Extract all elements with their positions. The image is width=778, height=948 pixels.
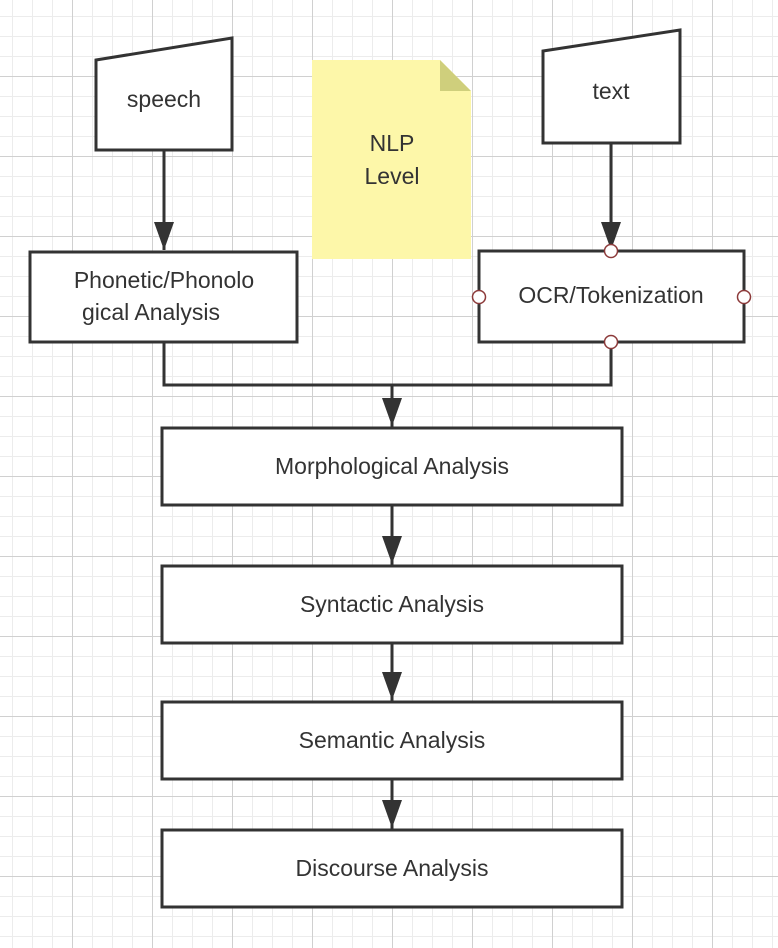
connection-port-left[interactable] bbox=[471, 289, 487, 305]
text-input-label: text bbox=[592, 78, 630, 104]
note-label-line2: Level bbox=[365, 163, 420, 189]
nlp-level-note[interactable]: NLP Level bbox=[312, 60, 471, 259]
speech-input-node[interactable]: speech bbox=[94, 36, 234, 152]
note-fold-corner bbox=[440, 60, 471, 91]
discourse-analysis-label: Discourse Analysis bbox=[295, 855, 488, 881]
edge-ocr-to-merge[interactable] bbox=[392, 342, 613, 387]
semantic-analysis-box bbox=[160, 700, 624, 781]
edge-phonetic-to-merge[interactable] bbox=[162, 343, 392, 387]
edge-text-to-ocr-arrowhead bbox=[601, 222, 621, 250]
morphological-analysis-box bbox=[160, 426, 624, 507]
connection-port-top[interactable] bbox=[603, 243, 619, 259]
edge-merge-to-morphological-arrowhead bbox=[382, 398, 402, 426]
phonetic-analysis-node[interactable]: Phonetic/Phonolo gical Analysis bbox=[28, 250, 299, 344]
morphological-analysis-node[interactable]: Morphological Analysis bbox=[160, 426, 624, 507]
connection-port-right[interactable] bbox=[736, 289, 752, 305]
semantic-analysis-node[interactable]: Semantic Analysis bbox=[160, 700, 624, 781]
edge-semantic-to-discourse-arrowhead bbox=[382, 800, 402, 828]
syntactic-analysis-label: Syntactic Analysis bbox=[300, 591, 484, 617]
discourse-analysis-node[interactable]: Discourse Analysis bbox=[160, 828, 624, 909]
text-input-shape bbox=[541, 28, 682, 145]
note-label-line1: NLP bbox=[370, 130, 415, 156]
note-body bbox=[312, 60, 471, 259]
semantic-analysis-label: Semantic Analysis bbox=[299, 727, 486, 753]
phonetic-analysis-box bbox=[28, 250, 299, 344]
ocr-tokenization-node[interactable]: OCR/Tokenization bbox=[471, 243, 752, 350]
phonetic-analysis-label-line1: Phonetic/Phonolo bbox=[74, 267, 254, 293]
phonetic-analysis-label-line2: gical Analysis bbox=[82, 299, 220, 325]
connectors bbox=[154, 143, 621, 829]
speech-input-shape bbox=[94, 36, 234, 152]
ocr-tokenization-label: OCR/Tokenization bbox=[518, 282, 703, 308]
edge-morphological-to-syntactic-arrowhead bbox=[382, 536, 402, 564]
edge-speech-to-phonetic-arrowhead bbox=[154, 222, 174, 250]
discourse-analysis-box bbox=[160, 828, 624, 909]
edge-syntactic-to-semantic-arrowhead bbox=[382, 672, 402, 700]
connection-port-bottom[interactable] bbox=[603, 334, 619, 350]
text-input-node[interactable]: text bbox=[541, 28, 682, 145]
speech-input-label: speech bbox=[127, 86, 201, 112]
syntactic-analysis-node[interactable]: Syntactic Analysis bbox=[160, 564, 624, 645]
morphological-analysis-label: Morphological Analysis bbox=[275, 453, 509, 479]
syntactic-analysis-box bbox=[160, 564, 624, 645]
